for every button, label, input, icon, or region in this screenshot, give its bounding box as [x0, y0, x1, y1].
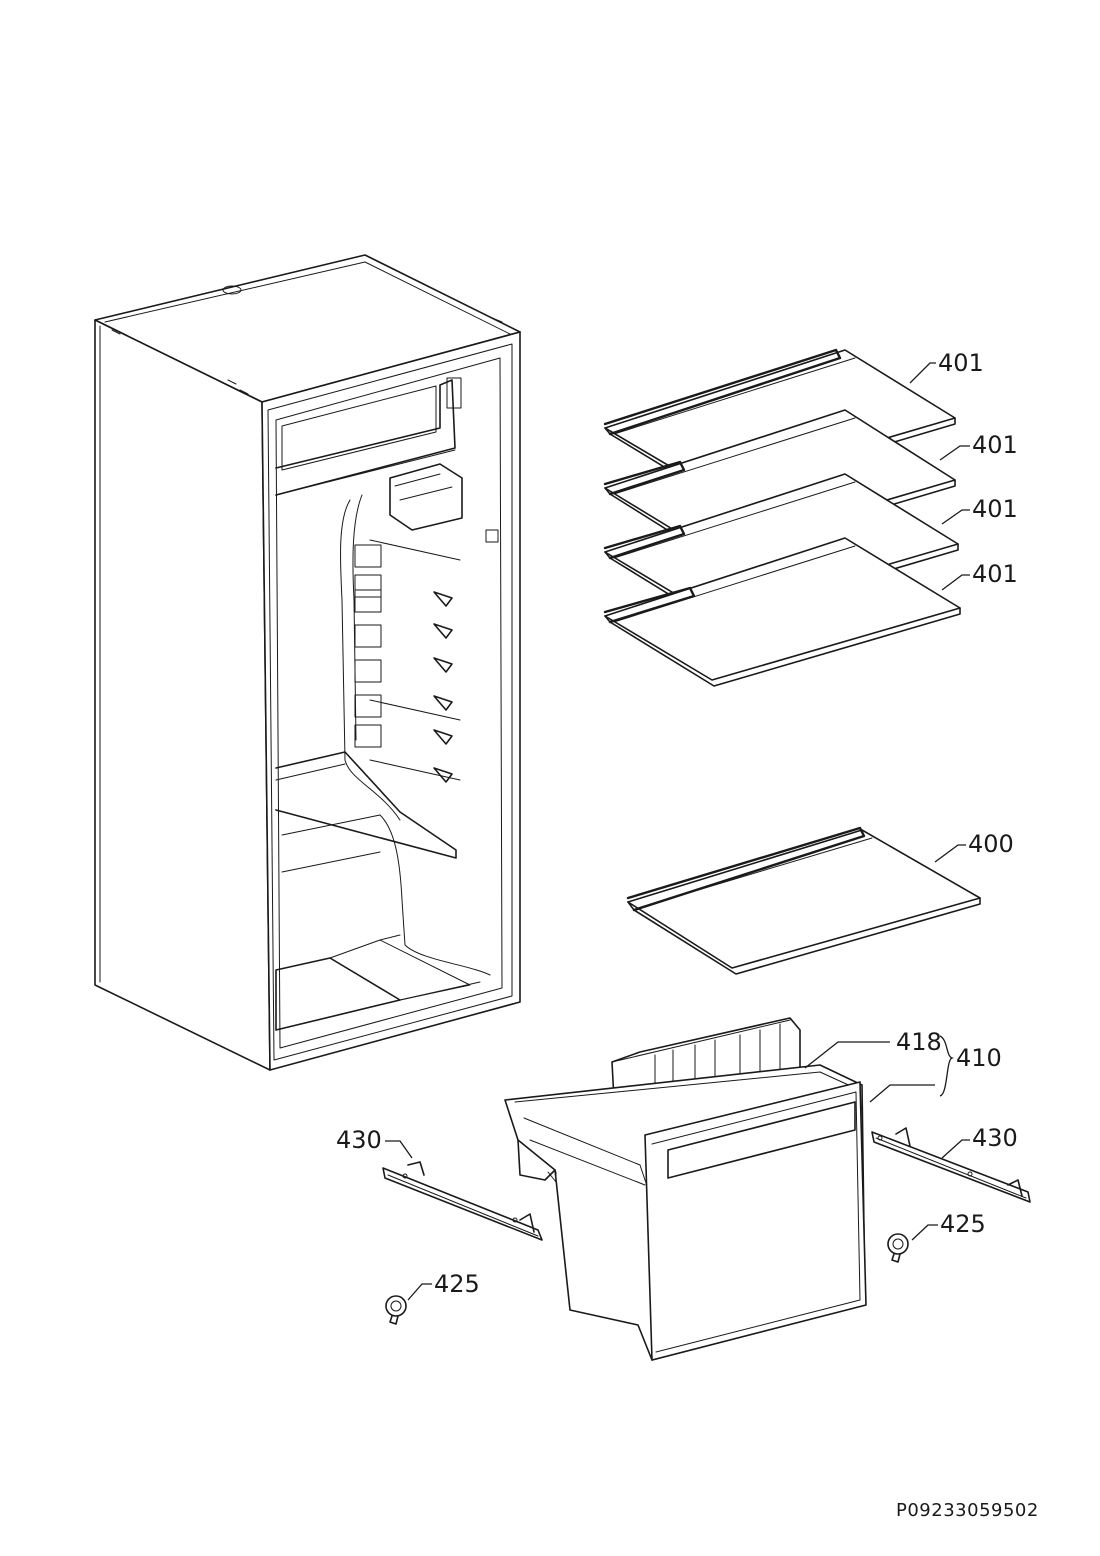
callout-drawer-front: 418 [896, 1028, 942, 1056]
callout-shelf-3: 401 [972, 495, 1018, 523]
shelf-hooks [433, 591, 453, 783]
callout-shelf-4: 401 [972, 560, 1018, 588]
document-code: P09233059502 [896, 1500, 1039, 1521]
callout-shelf-2: 401 [972, 431, 1018, 459]
knob-right [887, 1233, 909, 1263]
drawer-rail-left [382, 1161, 543, 1241]
shelf-support-ribs [354, 544, 382, 748]
refrigerator-cabinet [94, 254, 521, 1071]
callout-rail-left: 430 [336, 1126, 382, 1154]
crisper-drawer [504, 1017, 867, 1361]
callout-knob-right: 425 [940, 1210, 986, 1238]
callout-rail-right: 430 [972, 1124, 1018, 1152]
drawer-rail-right [871, 1127, 1031, 1203]
callout-drawer-group: 410 [956, 1044, 1002, 1072]
glass-shelf-lower [626, 826, 981, 975]
callout-shelf-lower: 400 [968, 830, 1014, 858]
knob-left [385, 1295, 407, 1325]
callout-shelf-1: 401 [938, 349, 984, 377]
leader-lines [385, 362, 970, 1301]
glass-shelf-4 [603, 537, 961, 687]
callout-knob-left: 425 [434, 1270, 480, 1298]
callout-labels: 401 401 401 401 400 418 410 430 430 425 … [336, 349, 1018, 1298]
